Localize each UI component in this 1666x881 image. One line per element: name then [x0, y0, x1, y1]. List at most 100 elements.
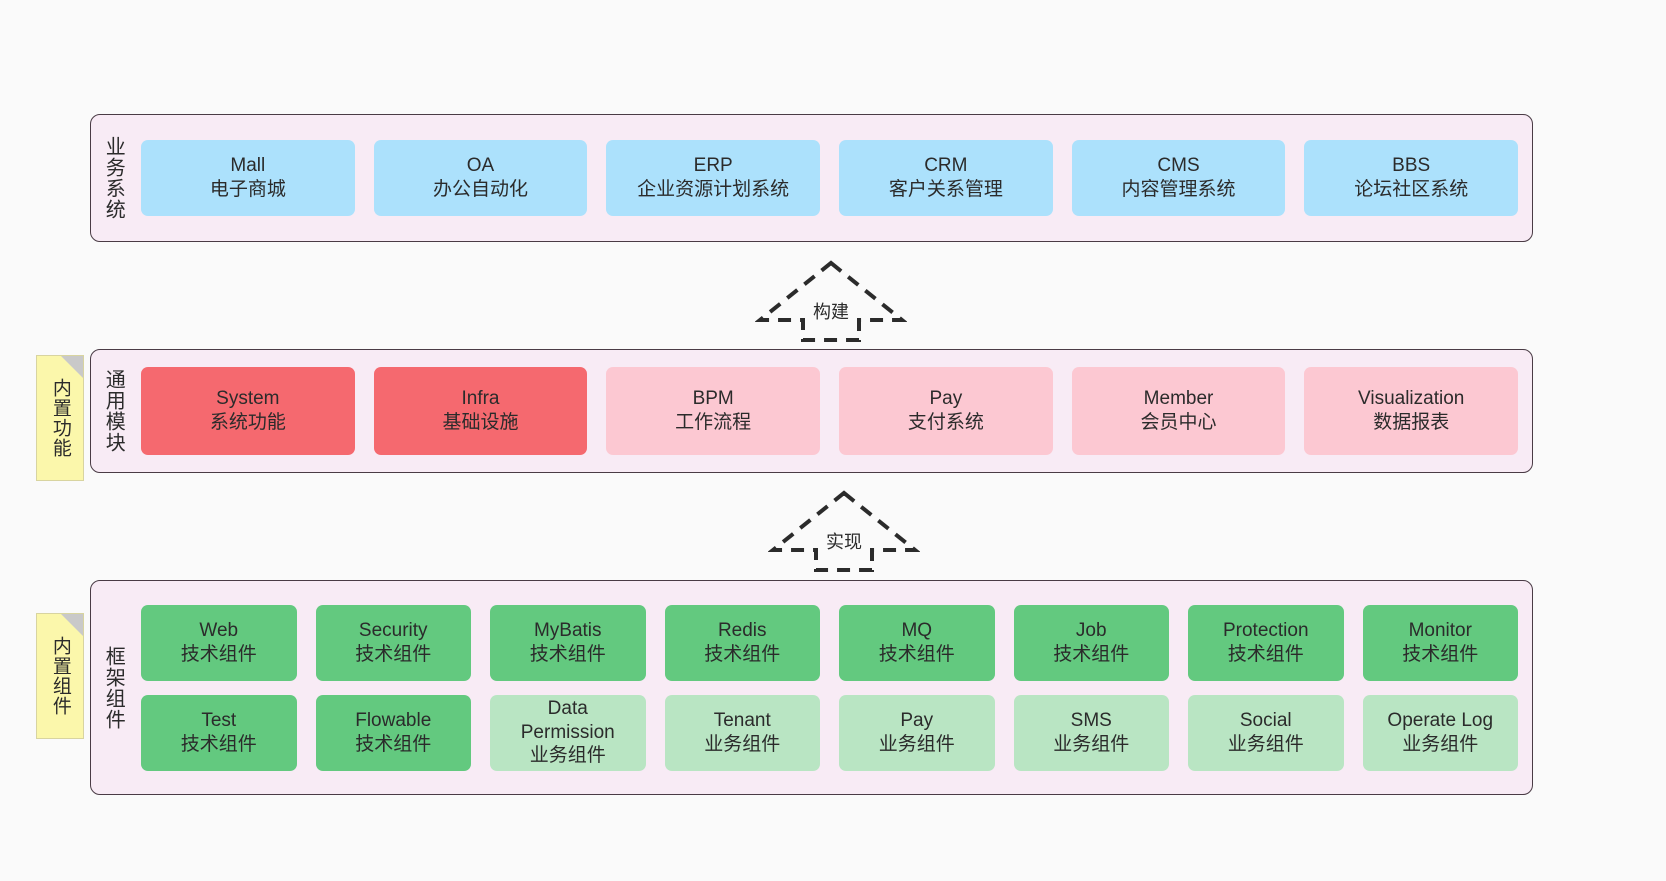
card-title: CRM: [924, 155, 968, 177]
note-builtin-features: 内置功能: [36, 355, 84, 481]
card-flowable[interactable]: Flowable 技术组件: [315, 694, 471, 771]
arrow-implement-label: 实现: [826, 532, 862, 552]
common-modules-row: System 系统功能 Infra 基础设施 BPM 工作流程 Pay 支付系统…: [141, 367, 1519, 455]
card-title: Job: [1075, 619, 1107, 641]
card-subtitle: 业务组件: [1053, 733, 1130, 755]
card-system[interactable]: System 系统功能: [141, 367, 355, 455]
card-social[interactable]: Social 业务组件: [1188, 694, 1344, 771]
card-title: Data Permission: [520, 697, 615, 743]
card-pay-module[interactable]: Pay 支付系统: [839, 367, 1053, 455]
card-oa[interactable]: OA 办公自动化: [373, 140, 588, 216]
card-title: BPM: [692, 388, 734, 410]
card-subtitle: 论坛社区系统: [1354, 179, 1469, 200]
card-subtitle: 会员中心: [1140, 412, 1217, 433]
card-title: Pay: [900, 709, 934, 731]
card-pay-component[interactable]: Pay 业务组件: [839, 694, 995, 771]
card-title: System: [216, 388, 280, 410]
card-subtitle: 技术组件: [355, 643, 432, 665]
note-label: 内置组件: [49, 636, 71, 716]
card-test[interactable]: Test 技术组件: [141, 694, 297, 771]
card-subtitle: 客户关系管理: [888, 179, 1003, 200]
card-protection[interactable]: Protection 技术组件: [1188, 604, 1344, 681]
note-label: 内置功能: [49, 378, 71, 458]
card-title: Mall: [230, 155, 266, 177]
card-mall[interactable]: Mall 电子商城: [141, 140, 355, 216]
framework-tech-components-row: Web 技术组件 Security 技术组件 MyBatis 技术组件 Redi…: [141, 604, 1518, 681]
card-title: Web: [199, 619, 239, 641]
card-data-permission[interactable]: Data Permission 业务组件: [490, 694, 646, 771]
card-erp[interactable]: ERP 企业资源计划系统: [606, 140, 821, 216]
card-tenant[interactable]: Tenant 业务组件: [664, 694, 820, 771]
card-web[interactable]: Web 技术组件: [141, 604, 297, 681]
card-mybatis[interactable]: MyBatis 技术组件: [490, 604, 646, 681]
note-fold-corner-icon: [61, 356, 83, 378]
card-sms[interactable]: SMS 业务组件: [1013, 694, 1169, 771]
card-bbs[interactable]: BBS 论坛社区系统: [1304, 140, 1519, 216]
card-job[interactable]: Job 技术组件: [1013, 604, 1169, 681]
card-subtitle: 技术组件: [180, 733, 257, 755]
card-title: Pay: [929, 388, 963, 410]
card-cms[interactable]: CMS 内容管理系统: [1071, 140, 1286, 216]
layer-common-modules: 通用模块 System 系统功能 Infra 基础设施 BPM 工作流程 Pay…: [90, 349, 1533, 473]
card-subtitle: 技术组件: [704, 643, 781, 665]
card-subtitle: 技术组件: [355, 733, 432, 755]
card-infra[interactable]: Infra 基础设施: [373, 367, 588, 455]
card-title: ERP: [693, 155, 733, 177]
layer-framework-components-body: Web 技术组件 Security 技术组件 MyBatis 技术组件 Redi…: [135, 581, 1532, 794]
card-subtitle: 内容管理系统: [1121, 179, 1236, 200]
card-subtitle: 业务组件: [529, 745, 606, 767]
layer-framework-components-title: 框架组件: [102, 645, 125, 730]
card-title: Social: [1239, 709, 1292, 731]
card-title: Monitor: [1408, 619, 1472, 641]
card-title: Tenant: [713, 709, 771, 731]
card-subtitle: 数据报表: [1373, 412, 1450, 433]
card-operate-log[interactable]: Operate Log 业务组件: [1362, 694, 1518, 771]
card-title: Protection: [1222, 619, 1309, 641]
card-title: CMS: [1157, 155, 1200, 177]
card-subtitle: 技术组件: [1053, 643, 1130, 665]
card-title: MQ: [901, 619, 933, 641]
layer-business-systems-body: Mall 电子商城 OA 办公自动化 ERP 企业资源计划系统 CRM 客户关系…: [135, 115, 1532, 241]
card-subtitle: 企业资源计划系统: [637, 179, 790, 200]
business-systems-row: Mall 电子商城 OA 办公自动化 ERP 企业资源计划系统 CRM 客户关系…: [141, 140, 1519, 216]
card-subtitle: 工作流程: [675, 412, 752, 433]
card-title: Operate Log: [1387, 709, 1494, 731]
card-monitor[interactable]: Monitor 技术组件: [1362, 604, 1518, 681]
card-subtitle: 业务组件: [1402, 733, 1479, 755]
card-title: MyBatis: [533, 619, 602, 641]
card-subtitle: 技术组件: [1227, 643, 1304, 665]
card-mq[interactable]: MQ 技术组件: [839, 604, 995, 681]
card-subtitle: 技术组件: [878, 643, 955, 665]
card-subtitle: 技术组件: [1402, 643, 1479, 665]
card-security[interactable]: Security 技术组件: [315, 604, 471, 681]
card-title: Visualization: [1358, 388, 1465, 410]
card-title: Redis: [717, 619, 767, 641]
card-title: Flowable: [355, 709, 432, 731]
layer-business-systems: 业务系统 Mall 电子商城 OA 办公自动化 ERP 企业资源计划系统 CRM…: [90, 114, 1533, 242]
card-subtitle: 基础设施: [442, 412, 519, 433]
layer-common-modules-body: System 系统功能 Infra 基础设施 BPM 工作流程 Pay 支付系统…: [135, 350, 1532, 472]
card-subtitle: 系统功能: [209, 412, 286, 433]
arrow-implement: 实现: [768, 488, 920, 574]
card-subtitle: 技术组件: [529, 643, 606, 665]
card-subtitle: 办公自动化: [433, 179, 529, 200]
card-subtitle: 业务组件: [1227, 733, 1304, 755]
card-visualization[interactable]: Visualization 数据报表: [1304, 367, 1519, 455]
note-fold-corner-icon: [61, 614, 83, 636]
card-member[interactable]: Member 会员中心: [1071, 367, 1286, 455]
card-subtitle: 支付系统: [907, 412, 984, 433]
layer-framework-components: 框架组件 Web 技术组件 Security 技术组件 MyBatis 技术组件…: [90, 580, 1533, 795]
card-title: Test: [201, 709, 237, 731]
layer-common-modules-title: 通用模块: [102, 369, 125, 453]
framework-business-components-row: Test 技术组件 Flowable 技术组件 Data Permission …: [141, 694, 1518, 771]
card-bpm[interactable]: BPM 工作流程: [606, 367, 821, 455]
layer-business-systems-title: 业务系统: [102, 136, 125, 220]
card-crm[interactable]: CRM 客户关系管理: [839, 140, 1053, 216]
card-title: OA: [466, 155, 495, 177]
arrow-build: 构建: [755, 258, 907, 344]
card-redis[interactable]: Redis 技术组件: [664, 604, 820, 681]
note-builtin-components: 内置组件: [36, 613, 84, 739]
arrow-build-label: 构建: [813, 302, 849, 322]
card-subtitle: 业务组件: [704, 733, 781, 755]
